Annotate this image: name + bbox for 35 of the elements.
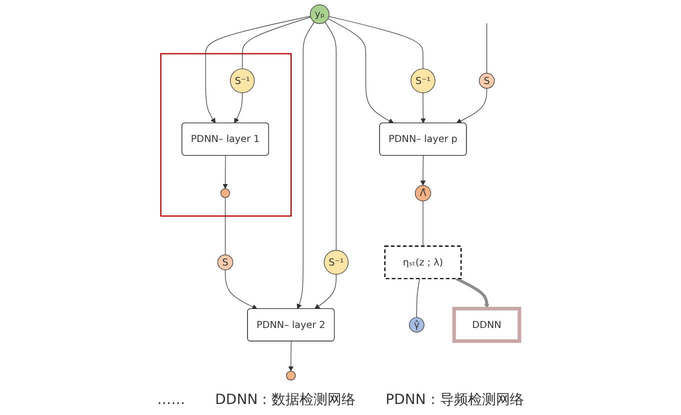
connector (416, 278, 420, 318)
ellipsis-text: …… (157, 392, 186, 408)
node-box: ηₛₜ(z ; λ) (384, 246, 462, 280)
node-circle: Λ̂ (415, 185, 432, 202)
arrow (314, 274, 337, 310)
node-circle: S (218, 254, 234, 270)
arrow (456, 88, 488, 124)
arrow (288, 341, 294, 372)
connector (486, 22, 488, 74)
arrow (420, 92, 426, 124)
node-circle: S⁻¹ (230, 68, 256, 94)
arrow (234, 92, 244, 124)
node-circle (220, 188, 230, 198)
arrow (328, 18, 394, 124)
node-circle (286, 370, 296, 380)
arrow (297, 22, 316, 310)
cluster (160, 53, 292, 217)
connector (325, 22, 337, 251)
connector (423, 200, 424, 246)
connector (242, 16, 312, 70)
connector (225, 197, 226, 256)
arrow (420, 155, 426, 186)
arrow (456, 277, 490, 309)
arrow (206, 16, 312, 124)
caption-note: DDNN：数据检测网络 (215, 391, 356, 409)
node-circle: S⁻¹ (324, 250, 349, 275)
node-box: DDNN (452, 306, 522, 343)
node-circle: S⁻¹ (411, 68, 436, 94)
arrow (223, 155, 228, 189)
caption-note: PDNN：导频检测网络 (386, 391, 524, 409)
node-circle: yₚ (310, 4, 330, 24)
node-circle: S (479, 72, 496, 89)
arrow (225, 270, 258, 310)
connector (328, 16, 424, 70)
node-circle: γ̂ (409, 317, 425, 333)
